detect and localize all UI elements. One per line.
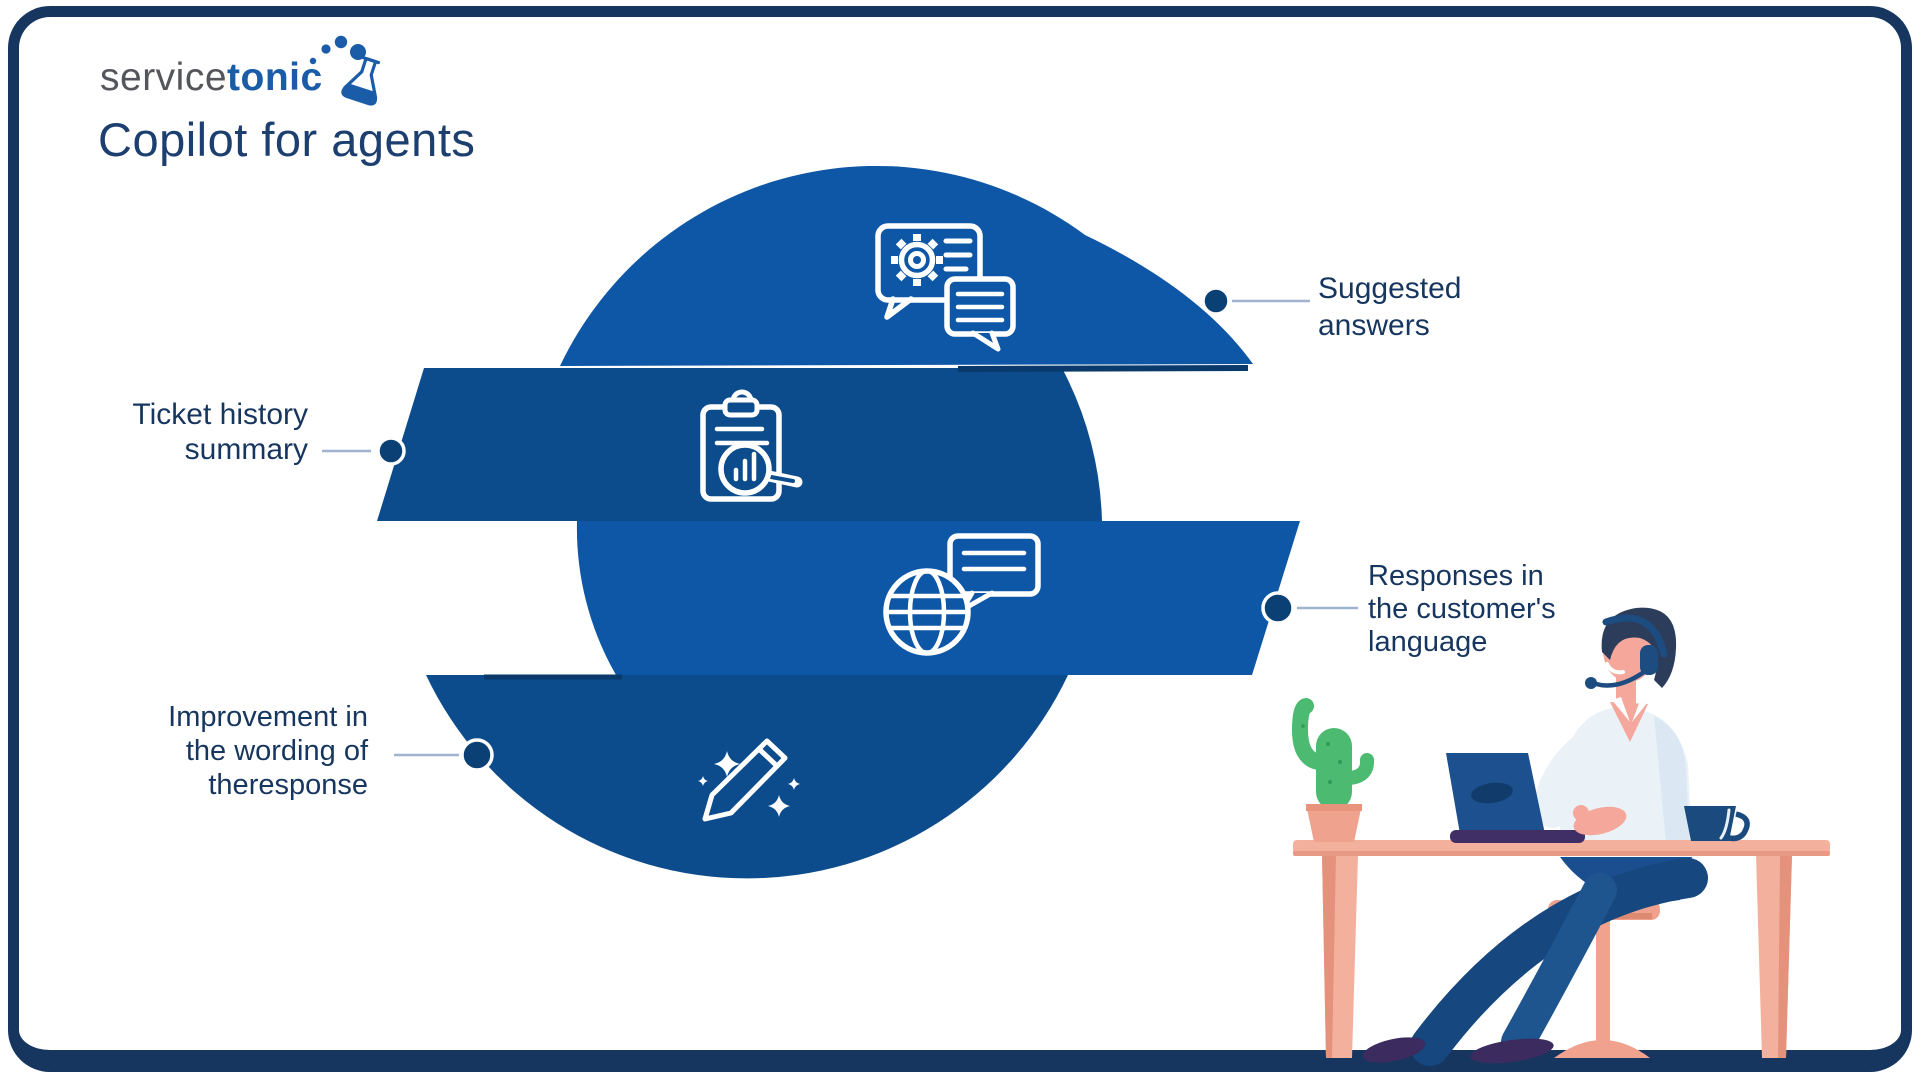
plant-pot <box>1306 804 1362 842</box>
shoe <box>1362 1037 1426 1063</box>
logo-text-tonic: tonic <box>227 56 323 99</box>
sparkles <box>698 751 800 817</box>
person-arm <box>1534 724 1604 829</box>
feature-label-responses-language: Responses in the customer's language <box>1368 560 1556 658</box>
laptop-icon <box>1446 753 1585 843</box>
connectors <box>322 299 1358 757</box>
pencil-sparkle-icon <box>698 738 800 822</box>
support-agent-illustration <box>1291 607 1830 1066</box>
globe-chat-icon <box>883 533 1041 656</box>
dot-responses <box>1261 591 1295 625</box>
feature-label-ticket-history: Ticket history summary <box>132 398 308 466</box>
feature-label-suggested-answers: Suggested answers <box>1318 272 1462 342</box>
shoe <box>1470 1038 1554 1064</box>
clipboard-magnifier-icon <box>700 389 803 502</box>
person-legs <box>1362 857 1708 1066</box>
gear-icon <box>891 234 943 286</box>
person-hand <box>1573 805 1627 836</box>
slice-suggested-answers <box>560 165 1253 366</box>
person-head <box>1585 607 1677 689</box>
coffee-cup-icon <box>1684 806 1750 842</box>
dot-improvement <box>460 738 494 772</box>
headset-icon <box>1585 614 1668 689</box>
marker-dots <box>376 286 1295 772</box>
bar-chart-glyph <box>733 451 757 482</box>
desk <box>1293 840 1830 856</box>
logo-text-service: service <box>100 56 228 99</box>
slice-shadow-top <box>957 365 1249 372</box>
cactus-icon <box>1291 698 1375 842</box>
flask-icon <box>309 35 381 106</box>
servicetonic-logo: servicetonic <box>100 56 323 100</box>
page-title: Copilot for agents <box>98 113 476 166</box>
chat-gear-icon <box>875 223 1016 352</box>
desk-legs <box>1322 855 1792 1058</box>
circle-slices <box>377 165 1300 879</box>
feature-label-improvement-wording: Improvement in the wording of therespons… <box>168 701 368 801</box>
dot-suggested <box>1201 286 1231 316</box>
smile <box>1605 662 1625 675</box>
slice-improvement-wording <box>426 675 1068 879</box>
dot-ticket <box>376 436 406 466</box>
